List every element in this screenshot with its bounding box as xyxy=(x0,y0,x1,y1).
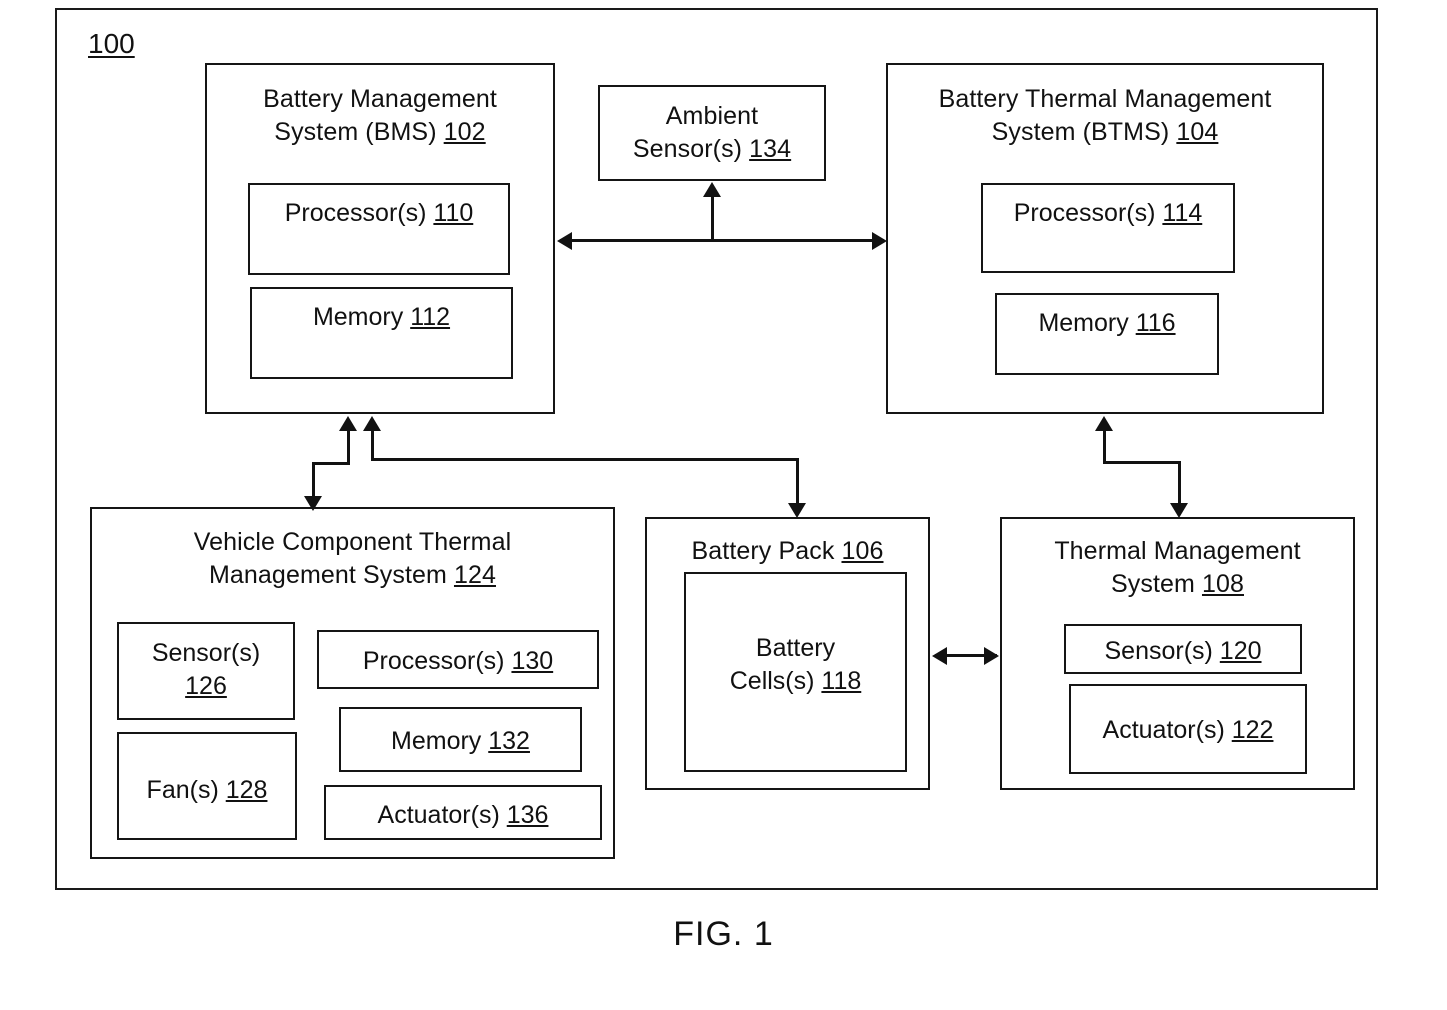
connector-battery-pack-tms-line xyxy=(935,654,997,657)
arrowhead-bms-bus-up xyxy=(363,416,381,431)
connector-ambient-sensor-line xyxy=(711,196,714,241)
connector-btms-to-tms-lower-vertical xyxy=(1178,461,1181,506)
block-btms-processor[interactable]: Processor(s) 114 xyxy=(981,183,1235,273)
block-vctms-memory[interactable]: Memory 132 xyxy=(339,707,582,772)
label-bms-memory: Memory 112 xyxy=(312,303,451,331)
connector-bms-bus-vertical xyxy=(371,430,374,460)
label-vctms-actuator: Actuator(s) 136 xyxy=(377,801,549,829)
block-battery-cells[interactable]: Battery Cells(s) 118 xyxy=(684,572,907,772)
arrowhead-bms-btms-left xyxy=(557,232,572,250)
ref-104: 104 xyxy=(1176,118,1219,146)
ref-128: 128 xyxy=(225,776,268,804)
block-title-vctms: Vehicle Component Thermal Management Sys… xyxy=(193,528,512,589)
ref-118: 118 xyxy=(821,666,862,695)
label-btms-memory: Memory 116 xyxy=(1038,309,1176,337)
connector-vctms-to-bms-vertical xyxy=(347,430,350,464)
block-battery-management-system[interactable]: Battery Management System (BMS) 102 Proc… xyxy=(205,63,555,414)
arrowhead-vctms-to-bms xyxy=(339,416,357,431)
connector-bms-to-battery-pack-vertical xyxy=(796,458,799,506)
connector-vctms-to-bms-horizontal xyxy=(312,462,350,465)
block-battery-pack[interactable]: Battery Pack 106 Battery Cells(s) 118 xyxy=(645,517,930,790)
figure-caption: FIG. 1 xyxy=(673,915,774,953)
arrowhead-battery-pack-tms-right xyxy=(984,647,999,665)
ref-116: 116 xyxy=(1135,309,1176,337)
ref-122: 122 xyxy=(1231,716,1274,744)
block-title-thermal-management-system: Thermal Management System 108 xyxy=(1054,537,1301,598)
ref-124: 124 xyxy=(453,561,496,589)
arrowhead-bms-to-battery-pack xyxy=(788,503,806,518)
block-ambient-sensors[interactable]: Ambient Sensor(s) 134 xyxy=(598,85,826,181)
label-vctms-sensor: Sensor(s) 126 xyxy=(151,639,261,700)
arrowhead-btms-to-tms-down xyxy=(1170,503,1188,518)
label-vctms-memory: Memory 132 xyxy=(391,727,530,755)
block-vctms-sensor[interactable]: Sensor(s) 126 xyxy=(117,622,295,720)
block-title-battery-pack: Battery Pack 106 xyxy=(691,537,884,565)
block-tms-sensor[interactable]: Sensor(s) 120 xyxy=(1064,624,1302,674)
arrowhead-bms-to-vctms xyxy=(304,496,322,511)
label-vctms-fan: Fan(s) 128 xyxy=(146,776,268,804)
block-bms-processor[interactable]: Processor(s) 110 xyxy=(248,183,510,275)
ref-106: 106 xyxy=(841,537,884,565)
ref-102: 102 xyxy=(443,118,486,146)
block-vctms-fan[interactable]: Fan(s) 128 xyxy=(117,732,297,840)
block-title-btms: Battery Thermal Management System (BTMS)… xyxy=(938,85,1272,146)
ref-136: 136 xyxy=(506,801,549,829)
ref-108: 108 xyxy=(1201,570,1244,598)
arrowhead-ambient-sensor-up xyxy=(703,182,721,197)
block-title-ambient-sensors: Ambient Sensor(s) 134 xyxy=(632,102,792,163)
arrowhead-battery-pack-tms-left xyxy=(932,647,947,665)
arrowhead-btms-to-tms-up xyxy=(1095,416,1113,431)
connector-bms-bus-horizontal xyxy=(371,458,799,461)
label-tms-sensor: Sensor(s) 120 xyxy=(1104,637,1262,665)
block-vctms-processor[interactable]: Processor(s) 130 xyxy=(317,630,599,689)
ref-130: 130 xyxy=(511,647,554,675)
block-thermal-management-system[interactable]: Thermal Management System 108 Sensor(s) … xyxy=(1000,517,1355,790)
connector-bms-btms-line xyxy=(560,239,884,242)
label-vctms-processor: Processor(s) 130 xyxy=(362,647,554,675)
block-title-bms: Battery Management System (BMS) 102 xyxy=(263,85,497,146)
block-vctms-actuator[interactable]: Actuator(s) 136 xyxy=(324,785,602,840)
label-bms-processor: Processor(s) 110 xyxy=(284,199,474,227)
label-battery-cells: Battery Cells(s) 118 xyxy=(729,634,862,695)
system-reference-numeral: 100 xyxy=(88,28,135,59)
block-battery-thermal-management-system[interactable]: Battery Thermal Management System (BTMS)… xyxy=(886,63,1324,414)
ref-132: 132 xyxy=(488,727,530,755)
block-bms-memory[interactable]: Memory 112 xyxy=(250,287,513,379)
ref-134: 134 xyxy=(749,135,792,163)
ref-112: 112 xyxy=(410,303,451,331)
arrowhead-bms-btms-right xyxy=(872,232,887,250)
connector-btms-to-tms-upper-vertical xyxy=(1103,430,1106,463)
ref-126: 126 xyxy=(185,671,227,700)
ref-120: 120 xyxy=(1219,637,1262,665)
block-vehicle-component-thermal-management-system[interactable]: Vehicle Component Thermal Management Sys… xyxy=(90,507,615,859)
label-btms-processor: Processor(s) 114 xyxy=(1013,199,1203,227)
ref-110: 110 xyxy=(433,199,474,227)
block-btms-memory[interactable]: Memory 116 xyxy=(995,293,1219,375)
ref-114: 114 xyxy=(1162,199,1203,227)
label-tms-actuator: Actuator(s) 122 xyxy=(1102,716,1274,744)
connector-btms-to-tms-horizontal xyxy=(1103,461,1181,464)
block-tms-actuator[interactable]: Actuator(s) 122 xyxy=(1069,684,1307,774)
connector-vctms-to-bms-down xyxy=(312,462,315,500)
